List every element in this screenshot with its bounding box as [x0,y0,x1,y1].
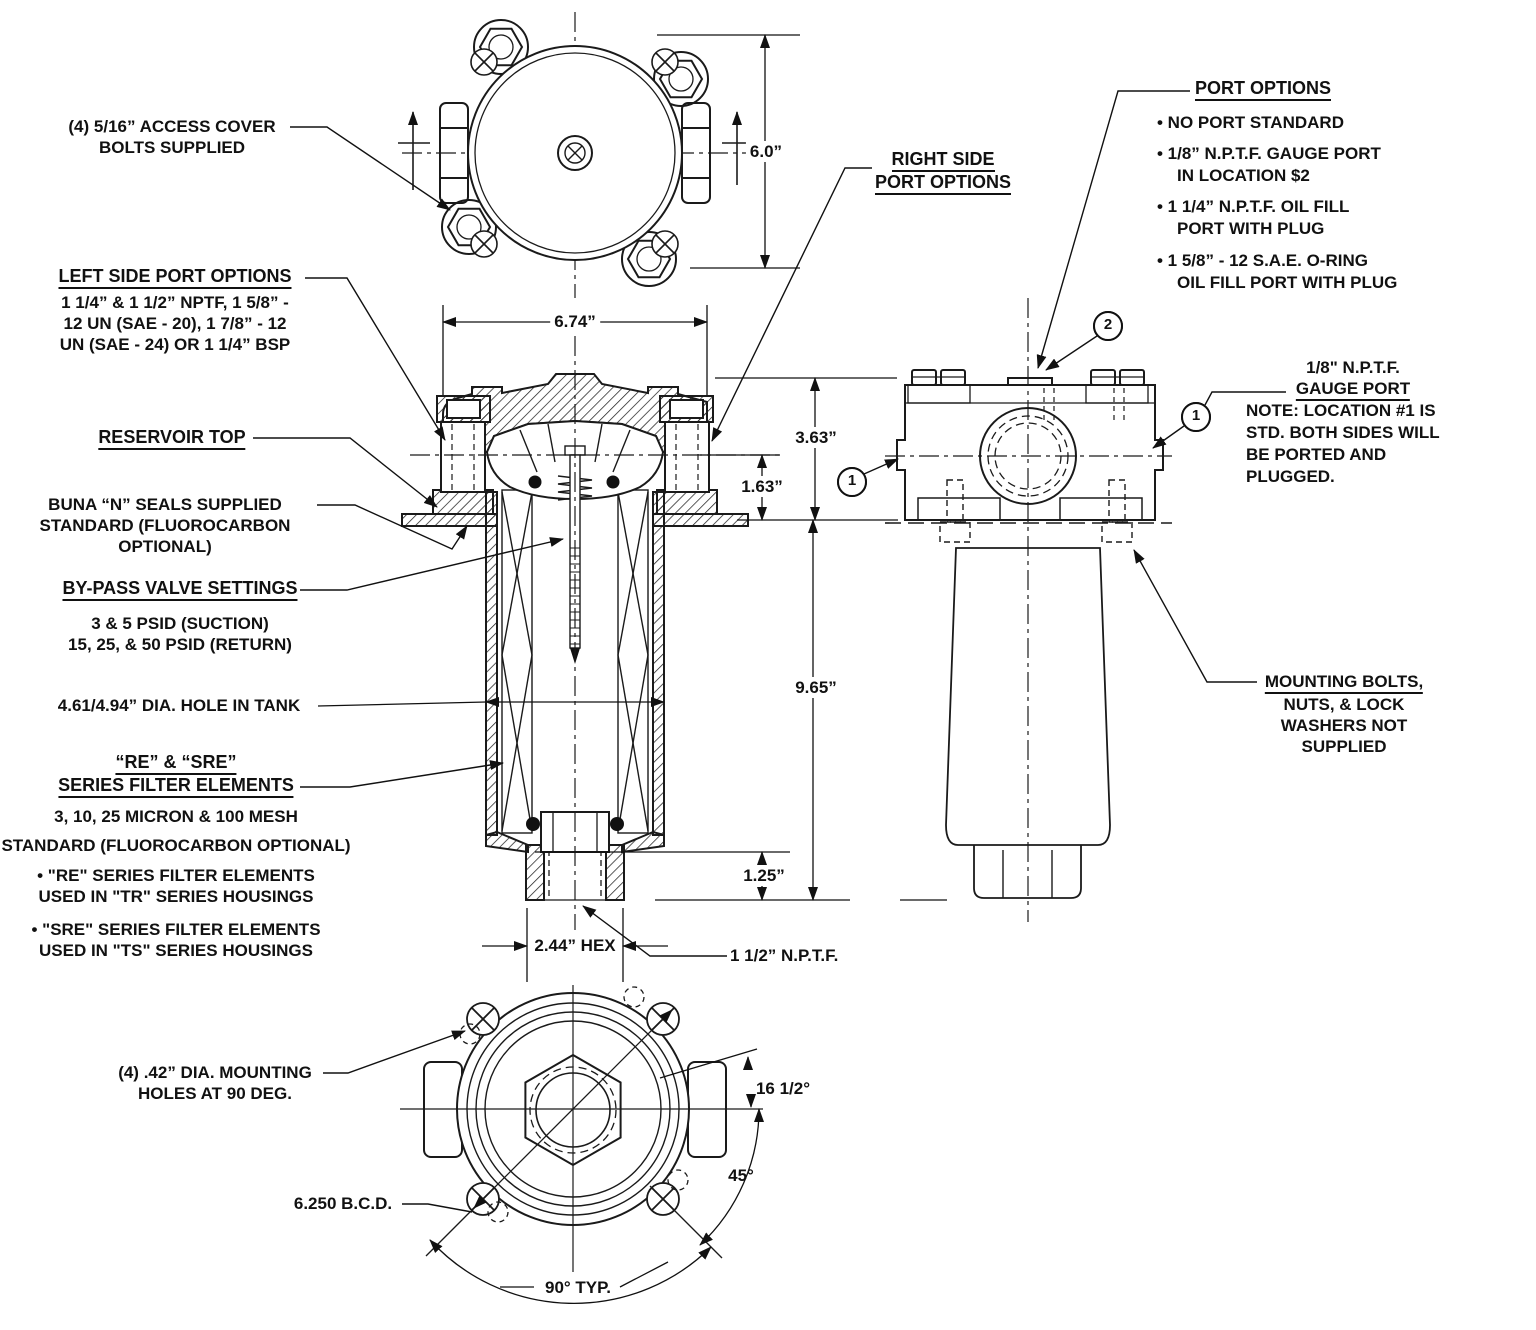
dim-1.25: 1.25” [739,865,789,886]
gauge-port-note: 1/8" N.P.T.F. GAUGE PORT [1295,357,1411,401]
angle-90-typ: 90° TYP. [540,1277,616,1298]
filter-elements-note: “RE” & “SRE” SERIES FILTER ELEMENTS 3, 1… [1,752,351,960]
dim-1.63: 1.63” [737,476,787,497]
dim-9.65: 9.65” [791,677,841,698]
port-option-2: • 1/8” N.P.T.F. GAUGE PORT [1157,144,1381,163]
dim-3.63: 3.63” [791,427,841,448]
buna-seals-note: BUNA “N” SEALS SUPPLIED STANDARD (FLUORO… [39,495,291,556]
front-section-view [401,336,780,930]
port-option-4: • 1 5/8” - 12 S.A.E. O-RING [1157,251,1368,270]
bcd-label: 6.250 B.C.D. [293,1194,393,1213]
leader-lines [253,90,1286,1213]
mounting-bolts-note: MOUNTING BOLTS, NUTS, & LOCK WASHERS NOT… [1264,672,1424,756]
mounting-holes-note: (4) .42” DIA. MOUNTING HOLES AT 90 DEG. [118,1063,312,1103]
access-cover-note: (4) 5/16” ACCESS COVER BOLTS SUPPLIED [68,116,275,158]
hex-dim-label: 2.44” HEX [534,936,616,955]
side-view [885,298,1172,922]
right-side-port-options: RIGHT SIDE PORT OPTIONS [874,149,1012,195]
left-side-port-options: LEFT SIDE PORT OPTIONS 1 1/4” & 1 1/2” N… [58,266,292,354]
dim-6.0: 6.0” [745,141,787,162]
gauge-note-line1: NOTE: LOCATION #1 IS [1246,401,1436,420]
port-option-1: • NO PORT STANDARD [1157,113,1344,132]
balloon-2: 2 [1093,311,1123,341]
balloon-1-left: 1 [837,467,867,497]
port-options-title: PORT OPTIONS [1194,78,1332,101]
port-option-3: • 1 1/4” N.P.T.F. OIL FILL [1157,197,1350,216]
bottom-view [400,985,763,1272]
access-cover-line2: BOLTS SUPPLIED [98,138,246,157]
bypass-valve-settings: BY-PASS VALVE SETTINGS 3 & 5 PSID (SUCTI… [62,578,298,654]
dim-6.74: 6.74” [550,311,600,332]
bypass-title: BY-PASS VALVE SETTINGS [62,578,298,601]
hole-in-tank-label: 4.61/4.94” DIA. HOLE IN TANK [57,696,301,715]
top-view [398,12,762,298]
access-cover-line1: (4) 5/16” ACCESS COVER [68,117,276,136]
left-port-title: LEFT SIDE PORT OPTIONS [58,266,292,289]
balloon-1-right: 1 [1181,402,1211,432]
reservoir-top-label: RESERVOIR TOP [98,427,246,450]
nptf-label: 1 1/2” N.P.T.F. [730,946,839,965]
angle-16-5: 16 1/2° [755,1079,811,1098]
angle-45: 45° [728,1166,754,1185]
